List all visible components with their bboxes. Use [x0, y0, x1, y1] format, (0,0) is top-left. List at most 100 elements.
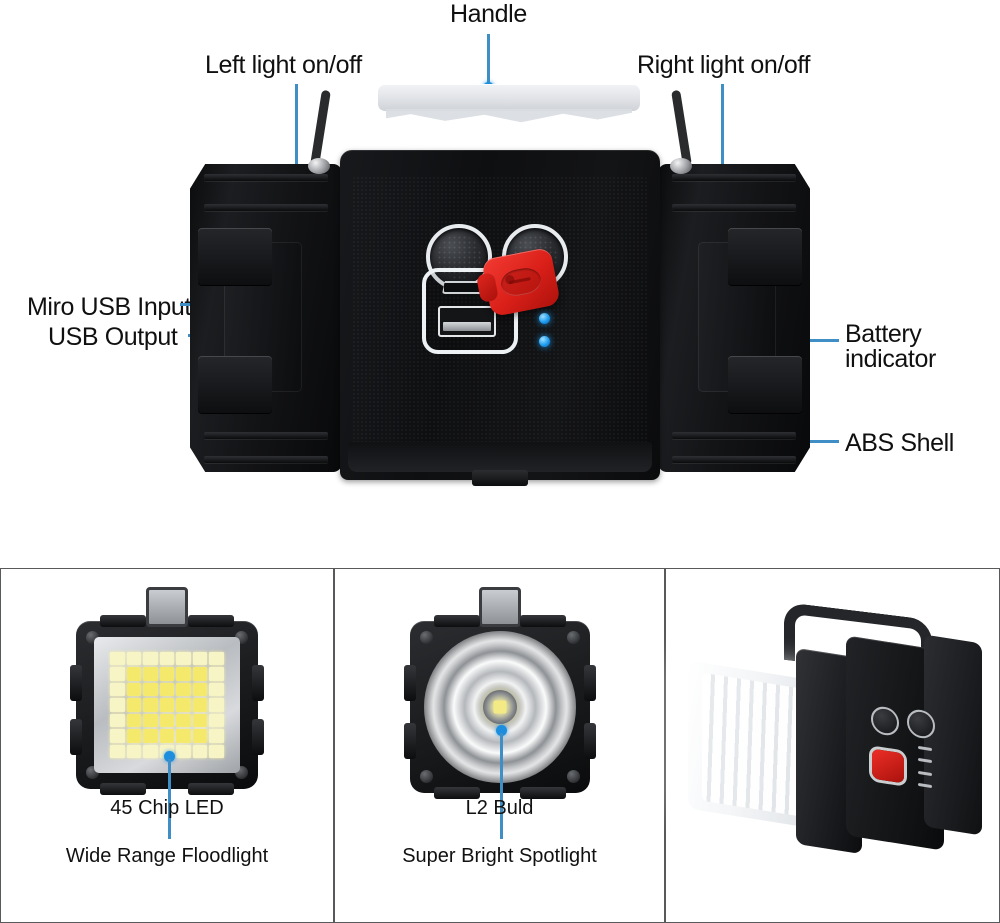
- battery-indicator-led-3: [539, 336, 550, 347]
- led-chip: [110, 713, 125, 728]
- housing-clip: [252, 719, 264, 755]
- caption-line-2: Wide Range Floodlight: [65, 845, 269, 867]
- shell-grip-lower-right: [728, 356, 802, 414]
- shell-wing-right: [658, 164, 810, 472]
- spotlight-handle-bracket: [478, 587, 521, 627]
- led-chip: [159, 651, 175, 666]
- feature-panel-row: 45 Chip LED Wide Range Floodlight: [0, 568, 1000, 923]
- shell-ridge: [204, 432, 328, 439]
- body-bottom-lip: [348, 442, 652, 472]
- callout-label-battery-indicator-line2: indicator: [845, 345, 936, 373]
- shell-grip-lower-left: [198, 356, 272, 414]
- led-chip: [159, 667, 175, 681]
- led-chip: [176, 729, 191, 743]
- led-chip: [209, 713, 224, 728]
- callout-label-left-light: Left light on/off: [205, 51, 362, 79]
- led-chip: [176, 682, 191, 697]
- led-chip: [192, 651, 208, 666]
- panel-caption-floodlight: 45 Chip LED Wide Range Floodlight: [1, 772, 333, 892]
- led-chip: [192, 744, 208, 759]
- led-chip: [176, 713, 191, 728]
- leader-line-spotlight: [500, 733, 503, 839]
- shell-ridge: [672, 432, 796, 439]
- housing-clip: [100, 615, 146, 627]
- housing-screw: [566, 770, 580, 783]
- led-chip: [143, 651, 158, 666]
- panel-caption-perspective: [666, 820, 999, 892]
- callout-label-usb-output: USB Output: [48, 323, 178, 351]
- handle-arm-left: [310, 89, 331, 167]
- led-chip: [110, 682, 125, 697]
- led-chip: [110, 729, 125, 743]
- led-chip: [209, 744, 224, 759]
- led-chip: [192, 667, 208, 681]
- floodlight-handle-bracket: [146, 587, 188, 627]
- led-chip: [209, 682, 224, 697]
- housing-clip: [188, 615, 234, 627]
- led-chip: [209, 667, 224, 681]
- perspective-battery-indicator: [918, 745, 932, 789]
- housing-clip: [70, 719, 82, 755]
- housing-clip: [403, 665, 416, 701]
- perspective-rubber-cover: [872, 748, 904, 784]
- housing-screw: [419, 770, 433, 783]
- led-chip: [159, 698, 175, 712]
- led-chip: [126, 698, 142, 712]
- shell-grip-upper-left: [198, 228, 272, 286]
- shell-ridge: [672, 174, 796, 181]
- led-chip: [192, 713, 208, 728]
- led-chip: [176, 698, 191, 712]
- shell-ridge: [204, 174, 328, 181]
- l2-led-emitter: [482, 690, 517, 724]
- led-chip: [192, 729, 208, 743]
- shell-wing-left: [190, 164, 342, 472]
- shell-ridge: [204, 204, 328, 211]
- led-chip: [110, 698, 125, 712]
- spotlight-housing: [403, 587, 596, 799]
- callout-label-micro-usb-input: Miro USB Input: [27, 293, 191, 321]
- led-chip: [176, 651, 191, 666]
- led-chip: [126, 651, 142, 666]
- led-chip-grid: [110, 651, 224, 759]
- shell-ridge: [204, 456, 328, 463]
- led-chip: [209, 698, 224, 712]
- housing-clip: [188, 783, 234, 795]
- leader-line-handle: [487, 34, 490, 86]
- handle-grip-shadow: [386, 109, 632, 123]
- panel-floodlight: 45 Chip LED Wide Range Floodlight: [0, 568, 334, 923]
- housing-screw: [566, 631, 580, 644]
- led-chip: [143, 698, 158, 712]
- callout-label-battery-indicator-line1: Battery: [845, 320, 922, 348]
- led-chip: [143, 744, 158, 759]
- led-chip: [143, 682, 158, 697]
- battery-indicator-led-2: [539, 313, 550, 324]
- usb-a-output-port[interactable]: [438, 306, 496, 337]
- led-chip: [126, 713, 142, 728]
- handle-grip: [378, 84, 640, 111]
- housing-clip: [70, 665, 82, 701]
- led-chip: [110, 651, 125, 666]
- leader-dot-spotlight: [496, 725, 507, 736]
- caption-line-1: 45 Chip LED: [110, 797, 224, 819]
- callout-label-handle: Handle: [450, 0, 527, 28]
- body-foot: [472, 470, 528, 486]
- floodlight-housing: [70, 587, 264, 795]
- indicator-bar: [918, 770, 932, 776]
- led-chip: [176, 667, 191, 681]
- handle-pivot-left: [308, 158, 330, 174]
- led-chip: [192, 682, 208, 697]
- callout-label-abs-shell: ABS Shell: [845, 429, 954, 457]
- caption-line-1: L2 Buld: [465, 797, 534, 819]
- led-chip: [209, 651, 224, 666]
- housing-clip: [519, 615, 566, 627]
- housing-clip: [519, 787, 566, 799]
- leader-line-floodlight: [168, 759, 171, 839]
- parabolic-reflector: [423, 631, 576, 783]
- housing-clip: [433, 787, 480, 799]
- housing-clip: [100, 783, 146, 795]
- led-chip: [110, 667, 125, 681]
- led-chip: [192, 698, 208, 712]
- leader-dot-floodlight: [164, 751, 175, 762]
- led-chip: [126, 682, 142, 697]
